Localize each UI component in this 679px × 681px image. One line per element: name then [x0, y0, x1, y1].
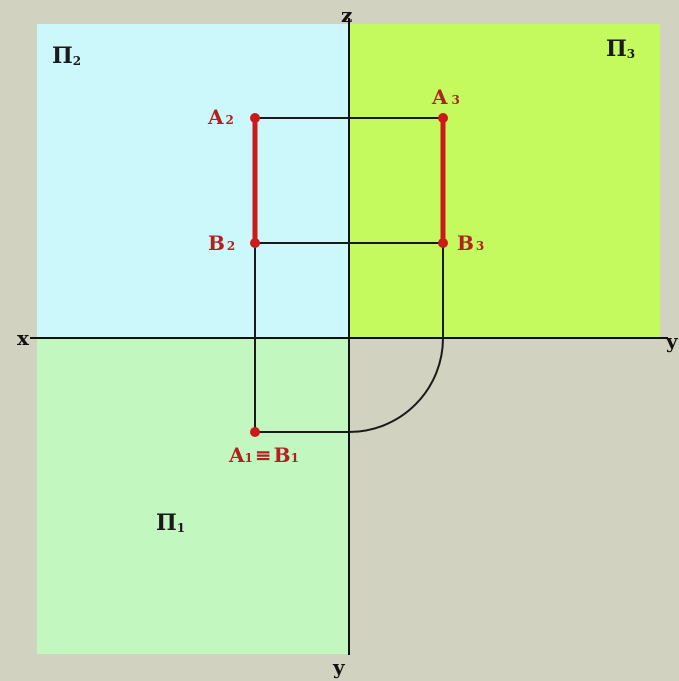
label-plane-p2: Π2 — [52, 43, 81, 69]
label-plane-p3: Π3 — [606, 36, 635, 62]
point-a3 — [438, 113, 448, 123]
label-axis-x: x — [17, 326, 30, 350]
label-plane-p1: Π1 — [156, 510, 185, 536]
point-a2 — [250, 113, 260, 123]
label-a1b1: A1≡B1 — [228, 443, 299, 467]
plane-p3 — [349, 24, 660, 338]
point-b3 — [438, 238, 448, 248]
label-axis-y-bottom: y — [332, 655, 346, 679]
point-b2 — [250, 238, 260, 248]
point-a1b1 — [250, 427, 260, 437]
arc-transfer — [348, 337, 444, 433]
plane-p2 — [37, 24, 349, 338]
plane-p1 — [37, 338, 349, 654]
label-axis-y-right: y — [665, 329, 679, 353]
label-axis-z: z — [341, 3, 352, 27]
